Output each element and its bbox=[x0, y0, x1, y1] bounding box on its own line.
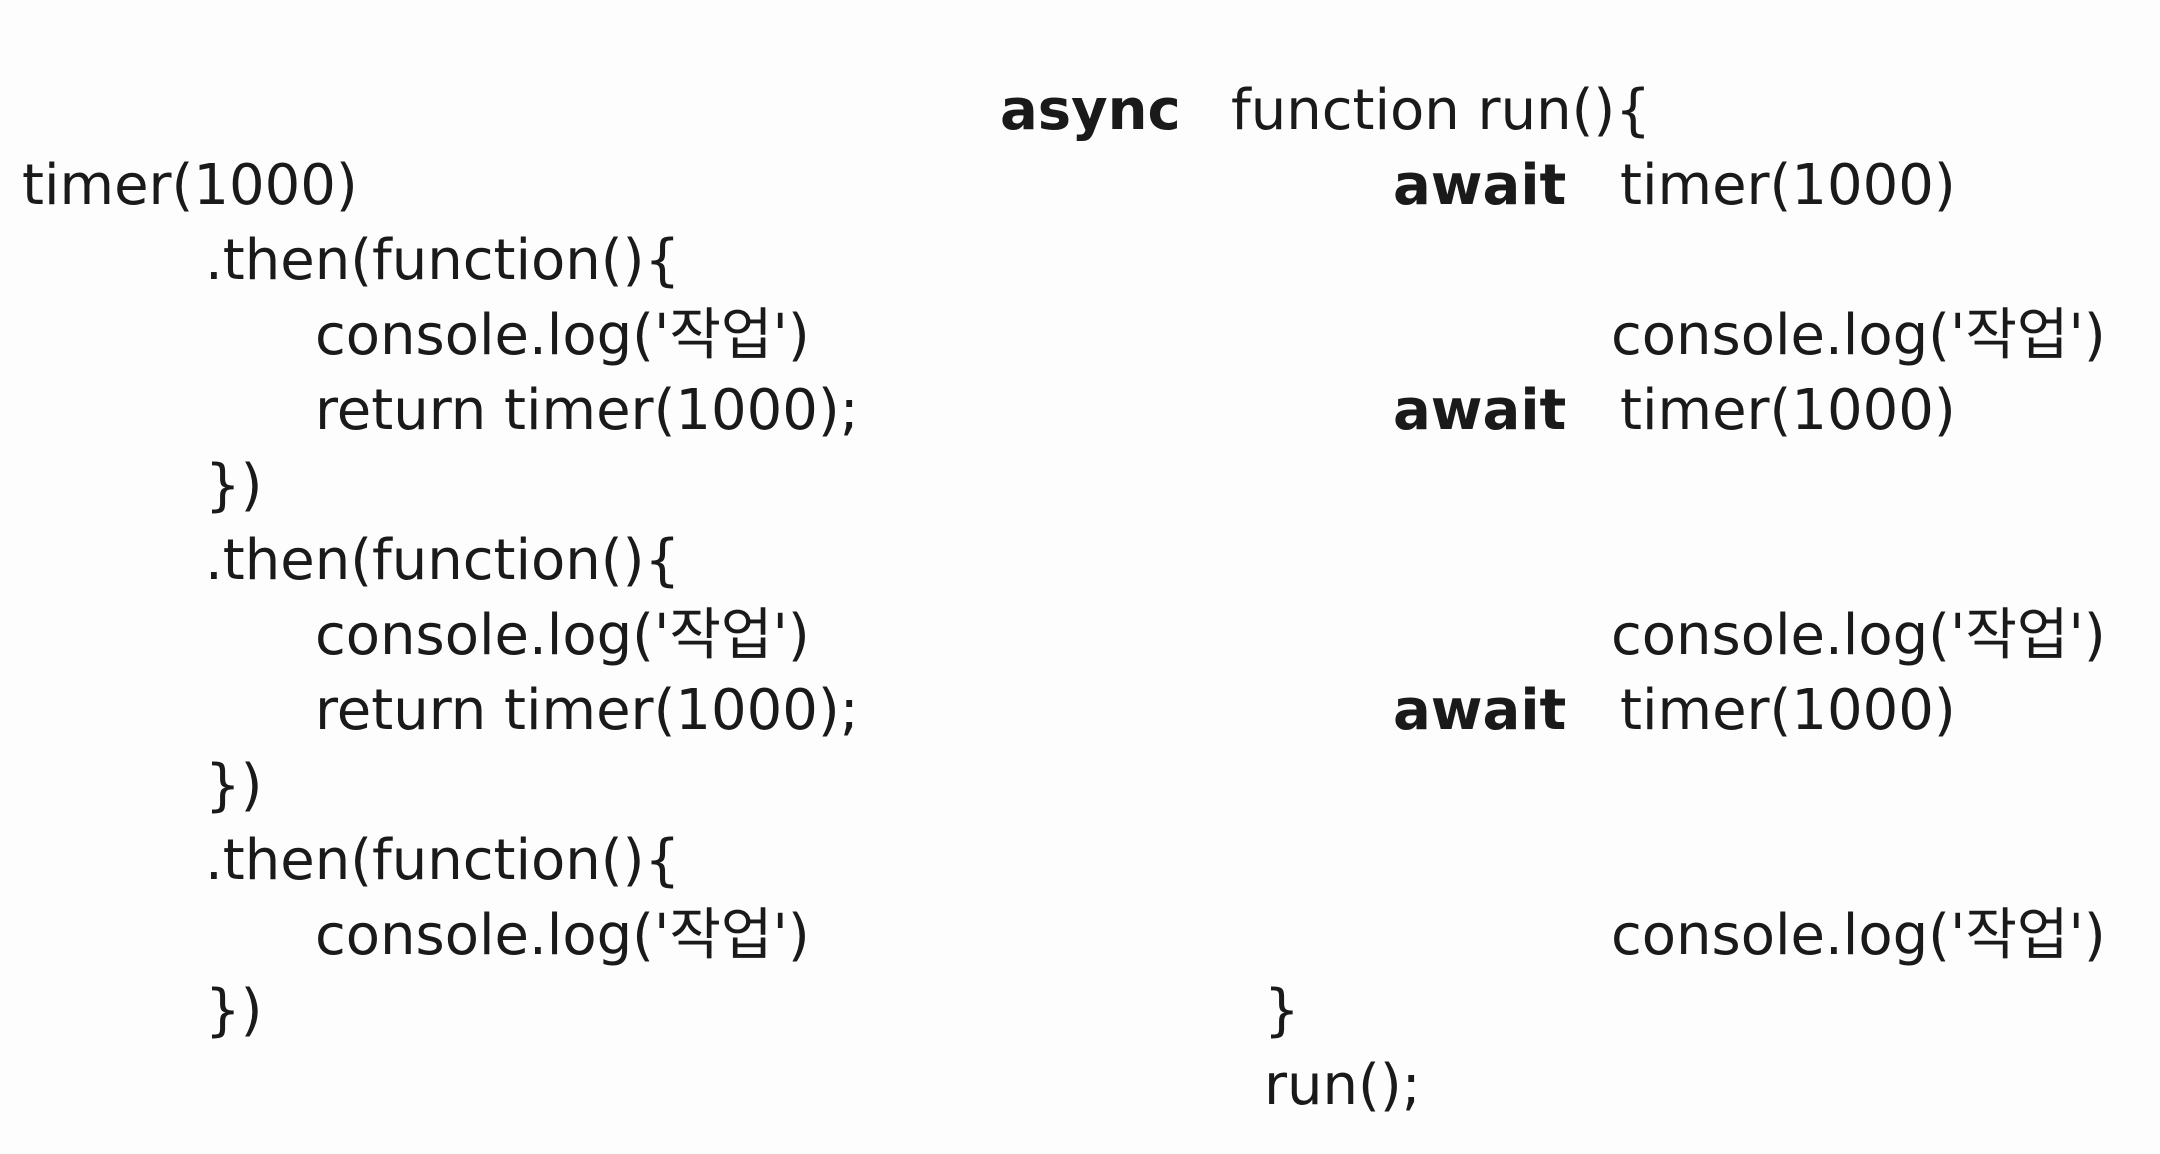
right-console-log-line-1: console.log('작업') bbox=[1611, 303, 2106, 368]
function-run-declaration: function run(){ bbox=[1231, 78, 1651, 143]
left-then-line-1: .then(function(){ bbox=[205, 228, 681, 293]
left-close-brace-line-3: }) bbox=[205, 978, 263, 1043]
left-close-brace-line-2: }) bbox=[205, 753, 263, 818]
run-function-close-brace: } bbox=[1264, 978, 1300, 1043]
right-timer-call-2: timer(1000) bbox=[1620, 378, 1956, 443]
left-return-timer-line-2: return timer(1000); bbox=[315, 678, 859, 743]
left-console-log-line-1: console.log('작업') bbox=[315, 303, 810, 368]
left-then-line-3: .then(function(){ bbox=[205, 828, 681, 893]
left-close-brace-line-1: }) bbox=[205, 453, 263, 518]
right-console-log-line-2: console.log('작업') bbox=[1611, 603, 2106, 668]
async-keyword: async bbox=[1000, 78, 1181, 143]
await-keyword-3: await bbox=[1393, 678, 1567, 743]
right-timer-call-1: timer(1000) bbox=[1620, 153, 1956, 218]
await-keyword-1: await bbox=[1393, 153, 1567, 218]
right-console-log-line-3: console.log('작업') bbox=[1611, 903, 2106, 968]
left-console-log-line-3: console.log('작업') bbox=[315, 903, 810, 968]
run-invocation-line: run(); bbox=[1264, 1053, 1421, 1118]
left-console-log-line-2: console.log('작업') bbox=[315, 603, 810, 668]
right-timer-call-3: timer(1000) bbox=[1620, 678, 1956, 743]
left-timer-call-line: timer(1000) bbox=[22, 153, 358, 218]
left-then-line-2: .then(function(){ bbox=[205, 528, 681, 593]
await-keyword-2: await bbox=[1393, 378, 1567, 443]
left-return-timer-line-1: return timer(1000); bbox=[315, 378, 859, 443]
